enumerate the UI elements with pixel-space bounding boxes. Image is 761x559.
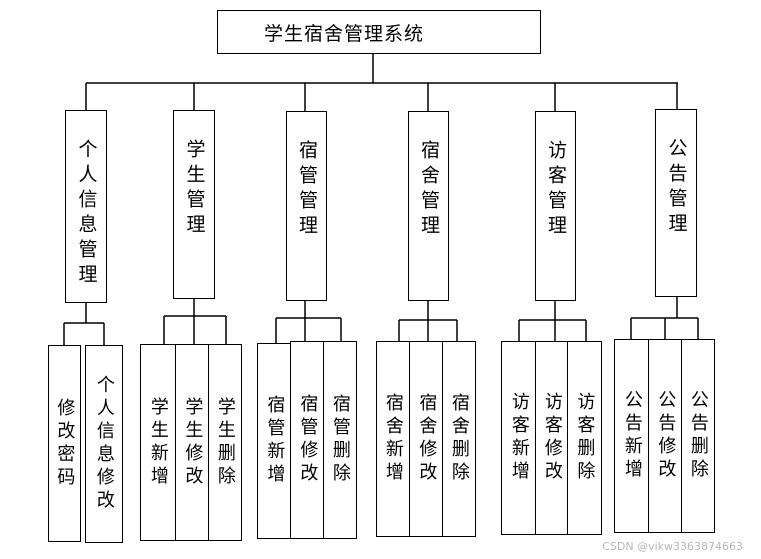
leaf-label: 公告修改 — [655, 390, 677, 482]
leaf-label: 宿管修改 — [297, 394, 319, 486]
leaf-visitor-delete: 访客删除 — [567, 341, 602, 535]
leaf-student-delete: 学生删除 — [208, 344, 242, 541]
module-label: 访客管理 — [544, 140, 567, 240]
leaf-label: 个人信息修改 — [93, 375, 115, 513]
leaf-label: 公告新增 — [621, 390, 643, 482]
leaf-manager-add: 宿管新增 — [257, 343, 292, 539]
module-visitor: 访客管理 — [535, 111, 576, 301]
leaf-notice-edit: 公告修改 — [648, 339, 683, 533]
leaf-dorm-delete: 宿舍删除 — [442, 341, 476, 537]
module-label: 宿管管理 — [295, 140, 318, 240]
leaf-label: 公告删除 — [687, 390, 709, 482]
leaf-notice-delete: 公告删除 — [681, 339, 715, 533]
leaf-label: 访客修改 — [541, 392, 563, 484]
module-dormitory: 宿舍管理 — [408, 111, 449, 301]
module-label: 公告管理 — [665, 138, 688, 238]
leaf-manager-delete: 宿管删除 — [323, 341, 357, 539]
leaf-manager-edit: 宿管修改 — [290, 341, 325, 539]
leaf-student-edit: 学生修改 — [175, 344, 210, 541]
module-personal-info: 个人信息管理 — [65, 110, 107, 303]
leaf-label: 访客新增 — [508, 392, 530, 484]
module-dorm-manager: 宿管管理 — [286, 111, 327, 301]
leaf-student-add: 学生新增 — [140, 344, 176, 541]
leaf-personal-info-edit: 个人信息修改 — [85, 345, 123, 543]
leaf-label: 宿舍删除 — [448, 393, 470, 485]
leaf-label: 学生新增 — [147, 396, 169, 489]
leaf-label: 学生删除 — [214, 396, 236, 489]
module-label: 个人信息管理 — [75, 139, 98, 289]
module-label: 学生管理 — [183, 139, 206, 239]
leaf-label: 学生修改 — [182, 396, 204, 489]
leaf-label: 宿管删除 — [329, 394, 351, 486]
root-node: 学生宿舍管理系统 — [217, 10, 541, 54]
leaf-notice-add: 公告新增 — [614, 339, 650, 533]
module-student: 学生管理 — [173, 110, 215, 299]
leaf-label: 访客删除 — [574, 392, 596, 484]
leaf-label: 宿舍修改 — [416, 393, 438, 485]
leaf-dorm-add: 宿舍新增 — [376, 341, 410, 537]
watermark: CSDN @vikw3363874663 — [602, 540, 743, 553]
leaf-dorm-edit: 宿舍修改 — [409, 341, 444, 537]
root-label: 学生宿舍管理系统 — [264, 22, 425, 45]
module-label: 宿舍管理 — [417, 140, 440, 240]
module-announcement: 公告管理 — [655, 109, 697, 297]
leaf-label: 宿舍新增 — [382, 393, 404, 485]
leaf-visitor-add: 访客新增 — [501, 341, 537, 535]
leaf-visitor-edit: 访客修改 — [535, 341, 569, 535]
leaf-label: 宿管新增 — [264, 395, 286, 487]
leaf-change-password: 修改密码 — [48, 345, 81, 542]
leaf-label: 修改密码 — [54, 397, 76, 490]
